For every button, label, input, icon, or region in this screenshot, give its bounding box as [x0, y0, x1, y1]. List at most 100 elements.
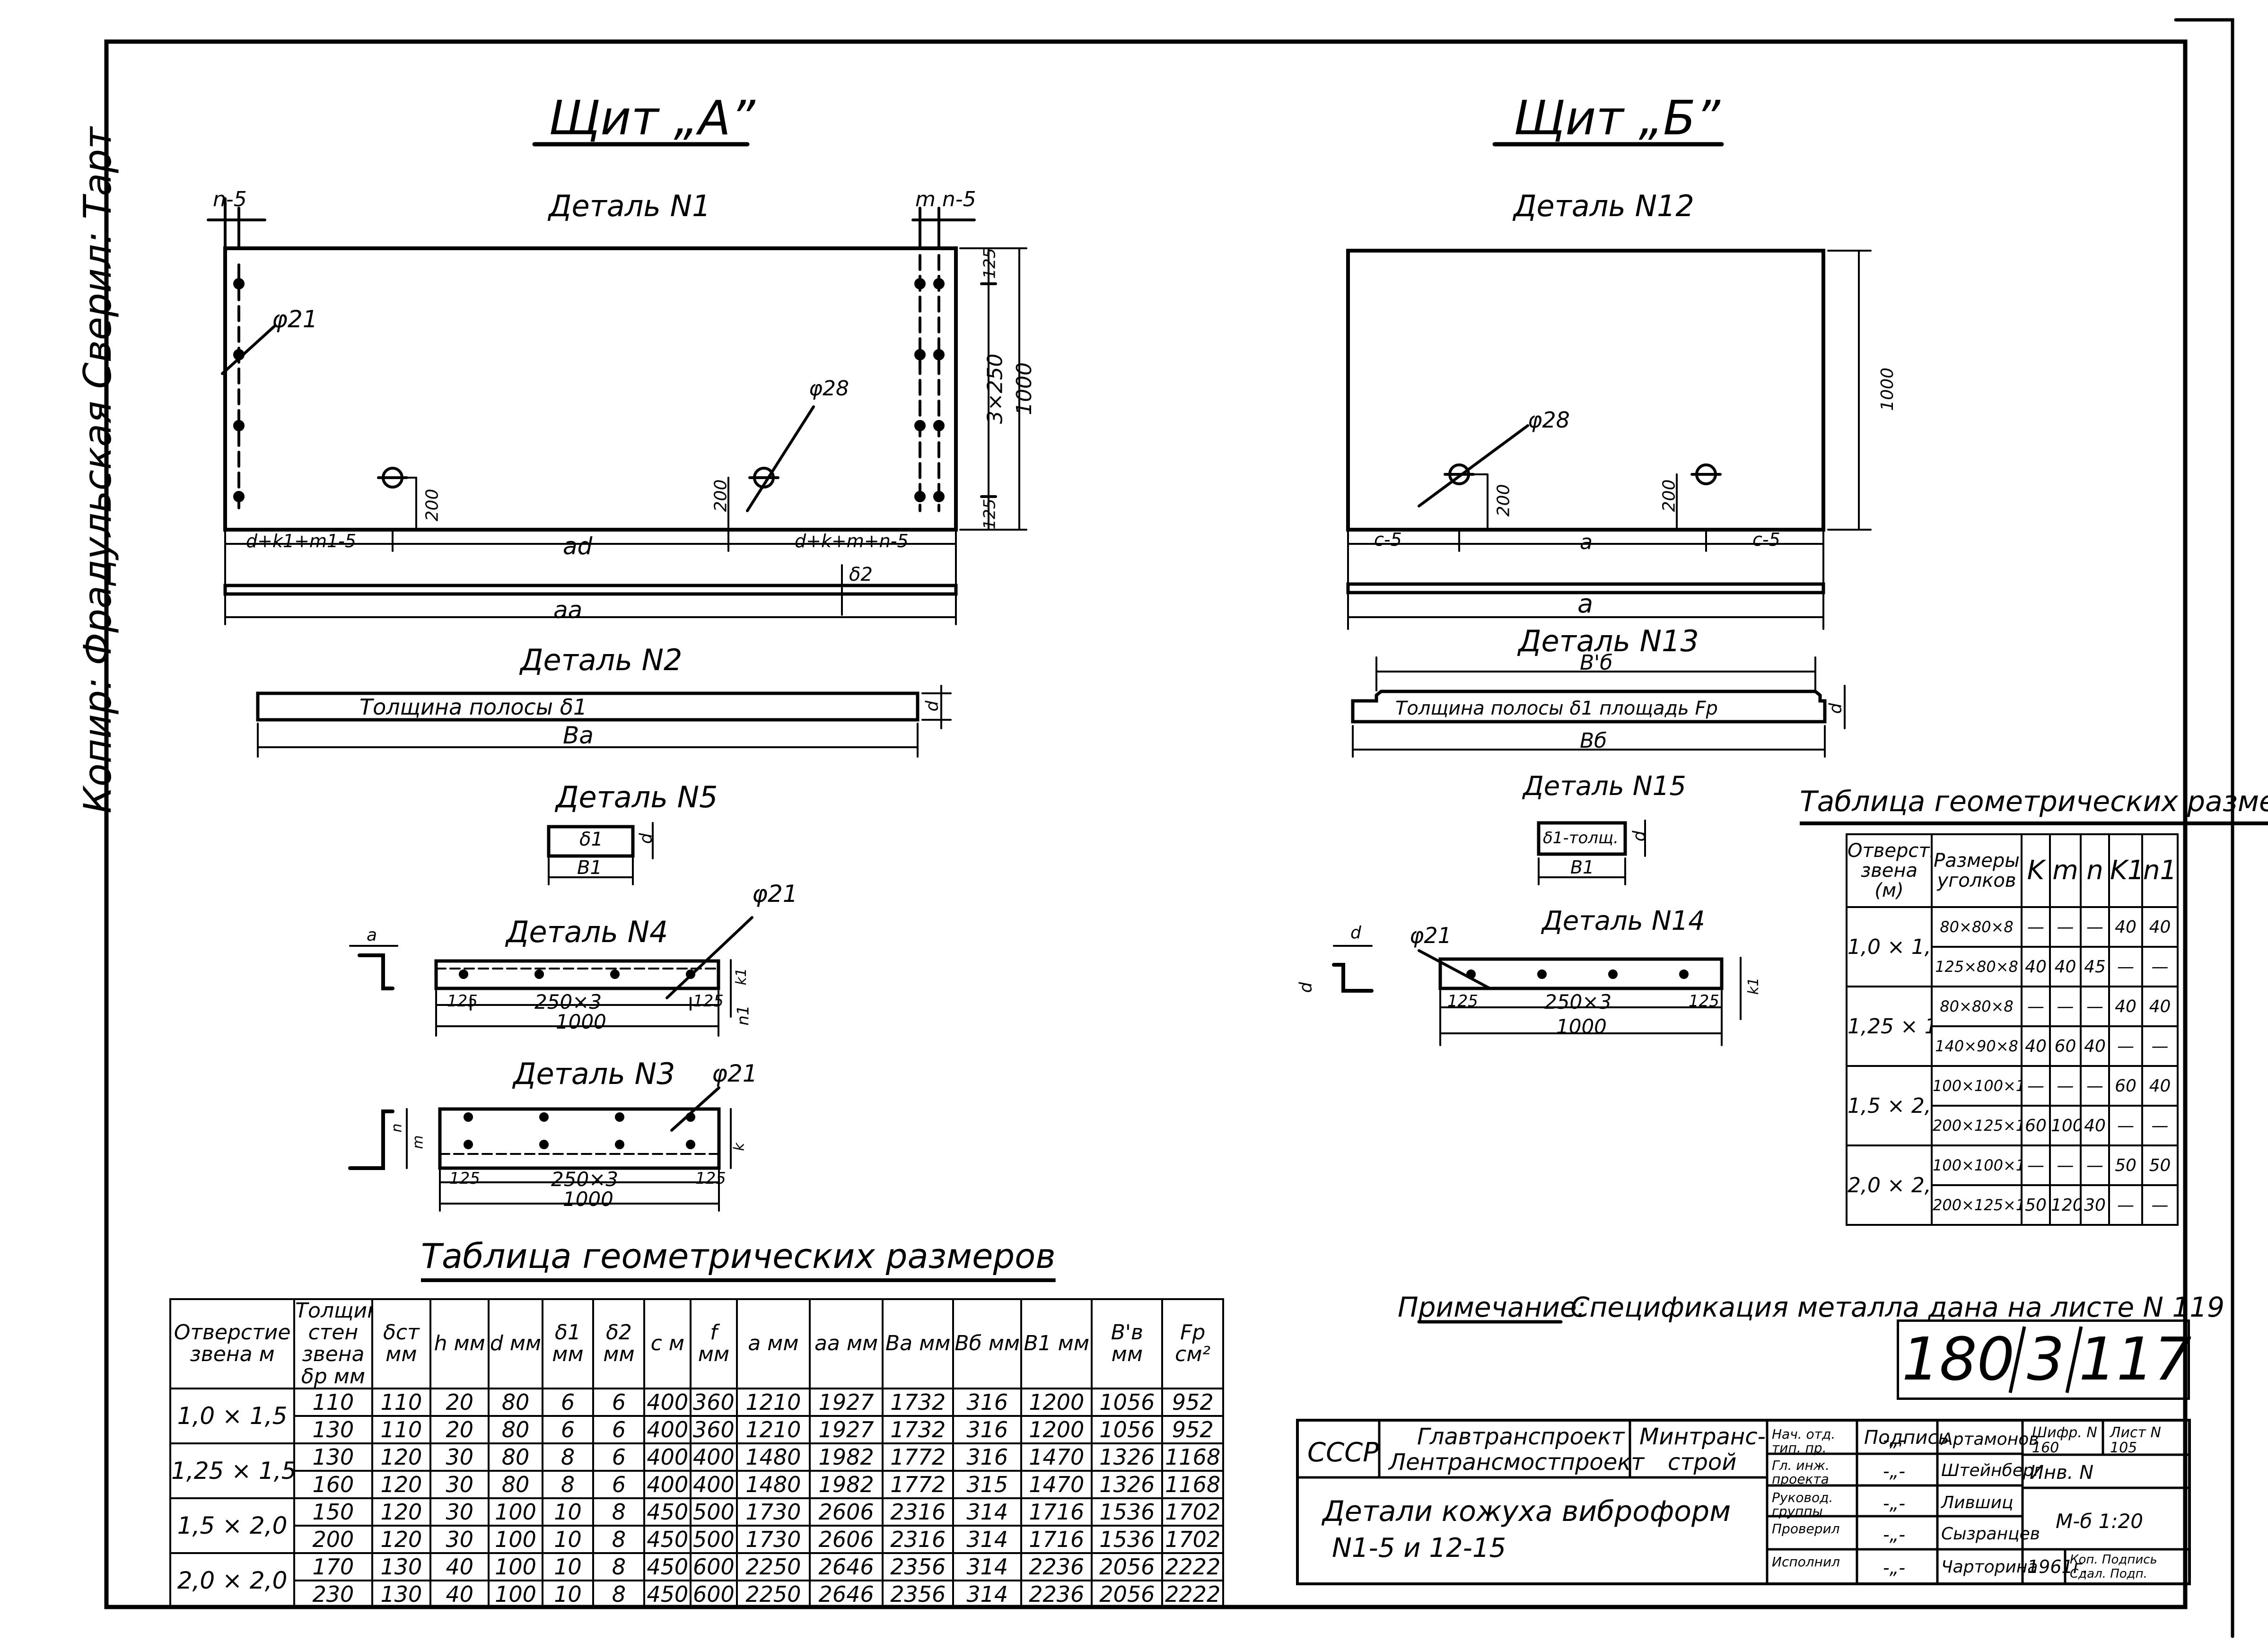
- stamp-list: Лист N 105: [2110, 1424, 2162, 1456]
- detail-12-total: a: [1577, 589, 1594, 619]
- table-cell: 50: [2108, 1144, 2143, 1186]
- note-text: Спецификация металла дана на листе N 119: [1570, 1291, 2225, 1323]
- table-cell: 120: [371, 1442, 432, 1472]
- right-table-opening: 1,5 × 2,0: [1846, 1065, 1933, 1146]
- detail-1-total: aa: [553, 596, 583, 624]
- detail-3-hole: φ21: [712, 1060, 758, 1087]
- stamp-role: Гл. инж. проекта: [1772, 1458, 1830, 1487]
- right-table-title: Таблица геометрических размеров: [1800, 785, 2268, 818]
- main-table-header: δст мм: [371, 1298, 432, 1389]
- stamp-name: Штейнберг: [1941, 1461, 2043, 1480]
- table-cell: —: [2080, 1065, 2110, 1107]
- title-shield-a: Щит „А”: [549, 90, 755, 146]
- table-cell: 400: [690, 1469, 738, 1499]
- detail-4-250x3: 250×3: [534, 990, 602, 1013]
- table-cell: 1480: [736, 1442, 811, 1472]
- detail-1-dim-top-left: n-5: [213, 187, 247, 211]
- table-cell: 80: [488, 1442, 543, 1472]
- detail-3-125-left: 125: [449, 1169, 480, 1188]
- table-cell: 1480: [736, 1469, 811, 1499]
- detail-3-k: k: [731, 1143, 748, 1151]
- detail-14-125-left: 125: [1447, 992, 1478, 1011]
- table-cell: 1168: [1161, 1442, 1224, 1472]
- right-table-header: Отверстие звена (м): [1846, 833, 1933, 908]
- detail-1-bottom-left: d+k1+m1-5: [246, 531, 357, 551]
- right-table-header: n: [2080, 833, 2110, 908]
- table-cell: 45: [2080, 946, 2110, 987]
- table-cell: 100: [2049, 1105, 2082, 1146]
- detail-12-200-right: 200: [1659, 479, 1679, 512]
- stamp-name: Лившиц: [1941, 1493, 2014, 1512]
- table-cell: 2316: [882, 1497, 954, 1527]
- table-cell: 150: [293, 1497, 373, 1527]
- detail-5-d: d: [636, 833, 656, 844]
- stamp-title-1: Детали кожуха виброформ: [1322, 1495, 1731, 1528]
- right-table-header: K: [2021, 833, 2051, 908]
- detail-1-hole-small: φ21: [272, 306, 318, 333]
- table-cell: 600: [690, 1579, 738, 1609]
- table-cell: 400: [643, 1469, 692, 1499]
- detail-1-dim-1000: 1000: [1012, 362, 1036, 415]
- right-geometry-table: Отверстие звена (м)Размеры уголковKmnK1n…: [1846, 833, 2179, 1226]
- table-cell: 20: [429, 1387, 490, 1417]
- main-table-header: В'в мм: [1091, 1298, 1164, 1389]
- table-cell: —: [2080, 986, 2110, 1027]
- detail-1-title: Деталь N1: [549, 189, 711, 223]
- table-cell: 2316: [882, 1524, 954, 1554]
- table-cell: 1732: [882, 1387, 954, 1417]
- table-cell: 40: [2080, 1025, 2110, 1067]
- table-cell: 130: [293, 1415, 373, 1444]
- table-cell: —: [2108, 946, 2143, 987]
- table-cell: 2056: [1091, 1579, 1164, 1609]
- table-cell: 1982: [808, 1442, 884, 1472]
- table-cell: 170: [293, 1552, 373, 1581]
- detail-13-text: Толщина полосы δ1 площадь Fp: [1395, 698, 1718, 719]
- detail-14-k: k1: [1745, 977, 1762, 995]
- stamp-signature: -„-: [1883, 1430, 1906, 1450]
- detail-13-d: d: [1826, 703, 1846, 714]
- table-cell: 200×125×12: [1931, 1184, 2023, 1226]
- table-cell: 400: [643, 1387, 692, 1417]
- table-cell: 40: [2141, 986, 2179, 1027]
- right-table-header: Размеры уголков: [1931, 833, 2023, 908]
- table-cell: 110: [293, 1387, 373, 1417]
- detail-1-dim-125-bottom: 125: [980, 498, 999, 530]
- detail-1-dim-125-top: 125: [980, 248, 999, 279]
- table-cell: 1730: [736, 1497, 811, 1527]
- table-cell: 80: [488, 1387, 543, 1417]
- detail-12-bottom-mid: a: [1580, 530, 1593, 554]
- table-cell: 600: [690, 1552, 738, 1581]
- detail-14-title: Деталь N14: [1542, 906, 1705, 936]
- table-cell: 1702: [1161, 1497, 1224, 1527]
- table-cell: 10: [541, 1552, 595, 1581]
- detail-3-drawing: [348, 1086, 732, 1212]
- table-cell: 40: [2049, 946, 2082, 987]
- code-part-1: 180: [1901, 1325, 2015, 1394]
- table-cell: 140×90×8: [1931, 1025, 2023, 1067]
- table-cell: 1732: [882, 1415, 954, 1444]
- table-cell: 314: [952, 1524, 1023, 1554]
- table-cell: 2646: [808, 1579, 884, 1609]
- right-table-opening: 2,0 × 2,0: [1846, 1144, 1933, 1226]
- detail-13-title: Деталь N13: [1518, 624, 1699, 658]
- detail-14-1000: 1000: [1556, 1015, 1607, 1038]
- detail-14-250x3: 250×3: [1544, 990, 1612, 1013]
- detail-5-drawing: [547, 822, 654, 885]
- detail-4-125-right: 125: [693, 992, 724, 1011]
- table-row: 200×125×126010040——: [1847, 1105, 2179, 1146]
- table-cell: 80: [488, 1415, 543, 1444]
- detail-1-dim-top-right: m n-5: [915, 187, 976, 211]
- table-cell: 110: [371, 1415, 432, 1444]
- table-cell: 80×80×8: [1931, 906, 2023, 948]
- sheet-code-box: 180 3 117: [1897, 1319, 2192, 1400]
- detail-4-a: a: [367, 926, 377, 945]
- table-cell: 1326: [1091, 1442, 1164, 1472]
- main-table-header: f мм: [690, 1298, 738, 1389]
- table-cell: 1716: [1020, 1524, 1093, 1554]
- table-cell: 1200: [1020, 1387, 1093, 1417]
- table-cell: 400: [643, 1442, 692, 1472]
- table-cell: —: [2141, 1184, 2179, 1226]
- detail-1-drawing: [207, 197, 1027, 625]
